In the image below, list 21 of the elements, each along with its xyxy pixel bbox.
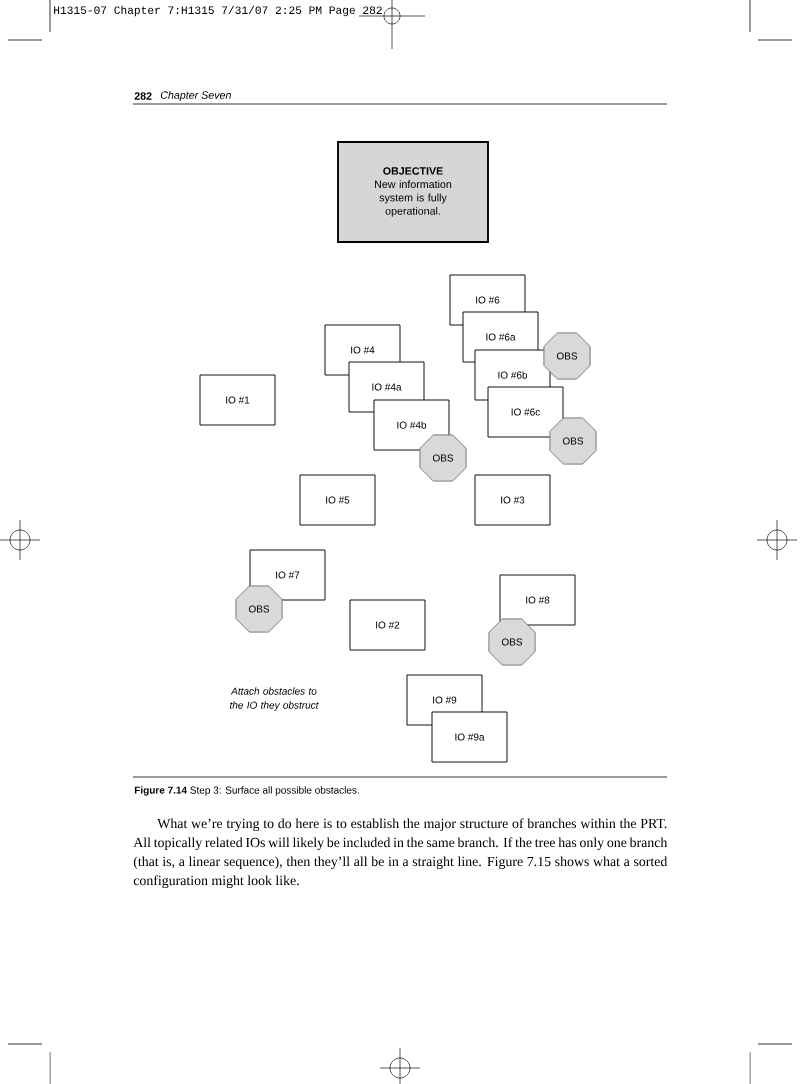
- obstacle-octagon: OBS: [543, 332, 591, 380]
- process-box: IO #6c: [487, 386, 564, 438]
- note-text: Attach obstacles to the IO they obstruct: [230, 687, 319, 711]
- process-box: IO #8: [499, 574, 576, 626]
- page-number: 282: [134, 92, 152, 100]
- running-head: Chapter Seven: [160, 91, 231, 101]
- slug-line: H1315-07 Chapter 7:H1315 7/31/07 2:25 PM Page 282: [54, 5, 382, 17]
- process-box: IO #3: [474, 474, 551, 526]
- obstacle-octagon: OBS: [488, 618, 536, 666]
- process-box: IO #2: [349, 599, 426, 651]
- process-box: IO #9a: [431, 711, 508, 763]
- process-box: IO #4b: [373, 399, 450, 451]
- obstacle-octagon: OBS: [419, 434, 467, 482]
- body-paragraph: What we’re trying to do here is to establish the major structure of branches within the PRT. All topically related IOs will likely be included in the same branch. If the tree has only one branch (that is, a linear sequence), then they’ll all be in a straight line. Figure 7.15 shows what a sorted configuration might look like.: [133, 818, 668, 889]
- process-box: IO #5: [299, 474, 376, 526]
- process-box: IO #7: [249, 549, 326, 601]
- obstacle-octagon: OBS: [235, 585, 283, 633]
- obstacle-octagon: OBS: [549, 417, 597, 465]
- objective-box: OBJECTIVE New information system is fully operational.: [337, 141, 489, 243]
- figure-caption: Figure 7.14 Step 3: Surface all possible obstacles.: [134, 786, 359, 796]
- process-box: IO #1: [199, 374, 276, 426]
